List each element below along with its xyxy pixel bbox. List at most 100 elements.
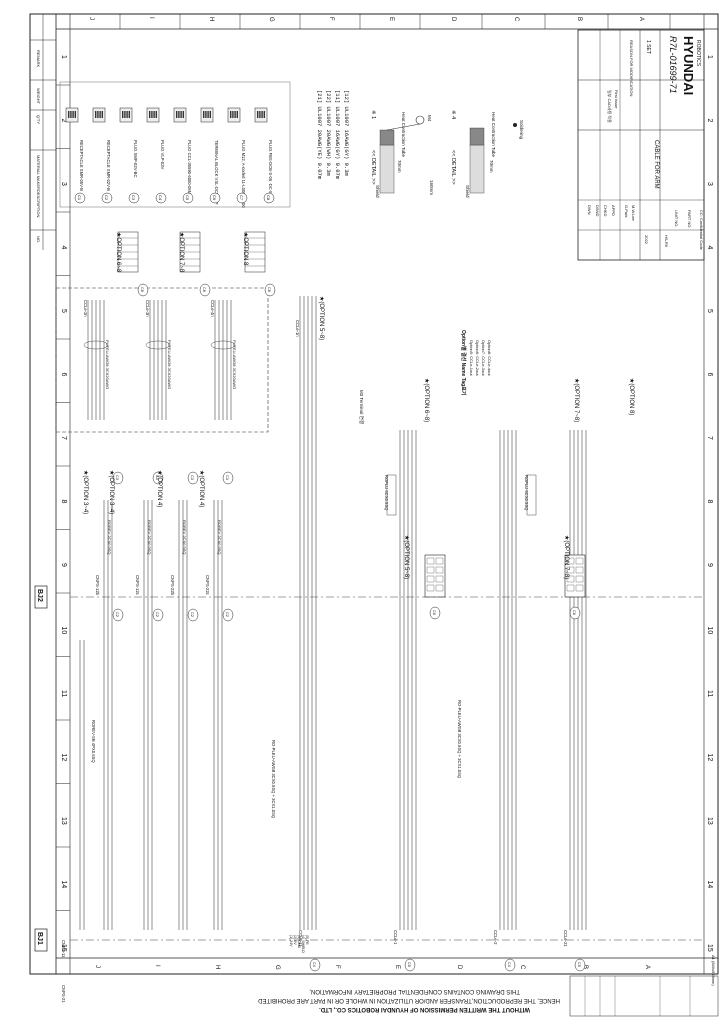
connector-pin — [263, 111, 265, 118]
notice-line-3: WITHOUT THE WRITTEN PERMISSION OF HYUNDA… — [319, 1006, 530, 1012]
ref-text: C3 — [190, 475, 194, 480]
legend-label: PLUG M12, A-coded 11-L00000-000 — [241, 140, 246, 208]
detail2-title: << DETAIL >> — [450, 150, 456, 185]
rev-row-1: First Issue — [614, 90, 619, 109]
legend-label: PLUG CCL-35590-6000-05M-GF — [187, 140, 192, 202]
cable-list-2: [22] UL1007 20AWG(WH) 0.3m — [325, 90, 332, 177]
cable-spec-upper-1: PUFEU-AWG8 3CX20AWG — [167, 340, 172, 389]
ref-bubble — [137, 283, 149, 297]
legend-ref: C1 — [77, 195, 82, 201]
d1-m4: M4 — [427, 115, 432, 122]
col-letter-bottom-H: H — [214, 965, 220, 969]
terminal-slot — [435, 584, 444, 592]
connector-pin — [203, 111, 205, 118]
row-number-left-8: 8 — [60, 500, 67, 504]
shield-mark — [145, 340, 171, 350]
terminal-slot — [566, 557, 575, 565]
connector-pin — [95, 111, 97, 118]
left-cable-3 — [213, 500, 223, 930]
connector-pin — [72, 111, 74, 118]
legend-ref-bubble — [263, 192, 275, 204]
bj2-label: BJ2 — [36, 589, 43, 602]
row-number-right-12: 12 — [706, 754, 713, 762]
main-bundle-d — [499, 430, 517, 930]
connector-pin — [151, 111, 153, 118]
connector-pin — [207, 111, 209, 118]
terminal-block-2 — [564, 554, 586, 598]
legend-ref: C3 — [131, 195, 136, 201]
signal-bottom-2: (3) GND — [297, 935, 301, 949]
connector-pin — [74, 111, 76, 118]
option-tag-left1: ★(OPTION 3~4) — [82, 470, 89, 514]
ref-bubble — [152, 608, 164, 622]
name-dwn: DWN — [587, 205, 592, 215]
option-bundle-2 — [149, 300, 167, 420]
option-tag-4: ★(OPTION 5~8) — [318, 296, 325, 340]
col-letter-bottom-G: G — [274, 965, 280, 970]
row-number-left-9: 9 — [60, 563, 67, 567]
shield-mark — [210, 340, 236, 350]
connector-icon — [173, 107, 187, 123]
name-chkd: CHKD — [603, 205, 608, 216]
connector-pin — [153, 111, 155, 118]
svg-text:Option6: CCLe-2out: Option6: CCLe-2out — [475, 340, 480, 376]
legend-ref: C4 — [158, 195, 163, 201]
d1-70mm: 70mm — [397, 160, 402, 173]
detail-1: << DETAIL >> ※ 1 Heat Contraction Tube M… — [370, 110, 434, 198]
connector-pin — [99, 111, 101, 118]
col-letter-top-E: E — [388, 17, 394, 21]
d1-160mm: 160mm — [429, 180, 434, 195]
confidential-notice: THIS DRAWING CONTAINS CONFIDENTIAL PROPR… — [258, 955, 716, 1012]
cable-spec-rorev-0: ROREV 2CX0.5SQ — [107, 520, 112, 554]
ref-text: C3 — [115, 475, 119, 480]
drawing-title: CABLE FOR ARM — [653, 140, 659, 189]
wiring — [70, 231, 704, 941]
terminal-slot — [435, 566, 444, 574]
name-appd: APPD — [611, 205, 616, 216]
connector-pin — [234, 111, 236, 118]
col-letter-top-D: D — [450, 17, 456, 22]
terminal-slot — [575, 557, 584, 565]
margin-remark: REMARK — [36, 50, 41, 67]
unit-no-label: UNIT NO. — [674, 210, 679, 227]
rev-row-2: 일부 CAD사용 적용 — [607, 90, 613, 123]
connector-icon — [92, 107, 106, 123]
d2-70mm: 70mm — [489, 160, 494, 173]
row-number-right-11: 11 — [706, 690, 713, 697]
ref-bubble — [199, 283, 211, 297]
cable-spec-roflu-2: ROFLU 6CX0.5SQ — [524, 475, 529, 511]
connector-icon — [146, 107, 160, 123]
harness-bottom-0: CCLe-11 — [298, 930, 303, 947]
terminal-slot — [575, 584, 584, 592]
cable-list-1: [21] UL1007 20AWG(YE) 0.07m — [316, 90, 323, 180]
notice-line-1: THIS DRAWING CONTAINS CONFIDENTIAL PROPR… — [309, 988, 520, 994]
col-letter-bottom-F: F — [334, 965, 340, 969]
ref-bubble — [152, 471, 164, 485]
connector-pin — [128, 111, 130, 118]
ref-text: C4 — [507, 962, 511, 967]
col-letter-bottom-B: B — [582, 965, 588, 969]
cable-spec-upper-2: PUFEU-AWG8 3CX20AWG — [232, 340, 237, 389]
cable-spec-upper-0: PUFEU-AWG8 3CX20AWG — [105, 340, 110, 389]
connector-pin — [209, 111, 211, 118]
legend-ref: C8 — [266, 195, 271, 201]
harness-ccle-2n: CCLe-2n — [83, 300, 88, 317]
row-number-left-3: 3 — [60, 182, 67, 186]
notes-code: CC: Confidential Code — [699, 210, 704, 251]
margin-no: NO. — [36, 236, 41, 243]
model-value: HS-R9 — [664, 235, 669, 248]
col-letter-bottom-C: C — [519, 965, 525, 970]
connector-icon — [200, 107, 214, 123]
d1-shield: Shield — [375, 185, 380, 198]
col-letter-top-I: I — [148, 17, 154, 19]
connector-pin — [68, 111, 70, 118]
cable-list-4: [12] UL1007 16AWG(GY) 0.3m — [343, 90, 350, 177]
ref-bubble — [112, 471, 124, 485]
cable-list-3: [11] UL1007 16AWG(GY) 0.07m — [334, 90, 341, 180]
harness-cnps-22b: CNPS-22b — [170, 575, 175, 596]
